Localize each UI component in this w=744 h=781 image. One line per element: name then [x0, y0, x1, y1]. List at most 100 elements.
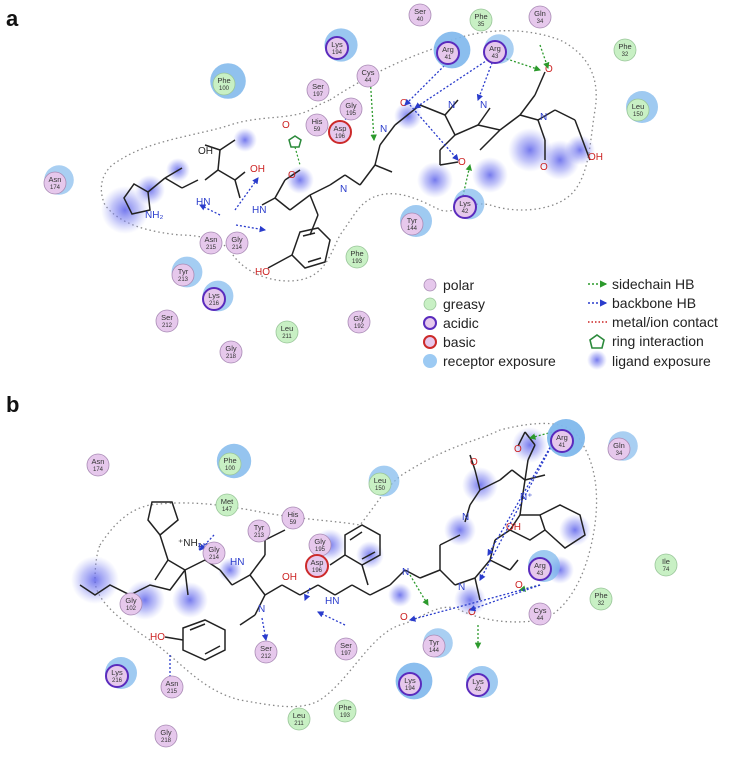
atom-label: O — [458, 157, 466, 168]
residue-number: 32 — [622, 52, 629, 58]
atom-label: N⁺ — [520, 492, 533, 503]
residue-name: Ile — [662, 557, 670, 566]
atom-label: N — [458, 582, 465, 593]
residue-number: 74 — [663, 567, 670, 573]
residue-disc — [199, 231, 223, 255]
residue-disc — [528, 557, 552, 581]
residue-number: 212 — [162, 323, 173, 329]
legend-sidechain-hb: sidechain HB — [588, 276, 695, 292]
legend-greasy-swatch — [423, 297, 437, 311]
residue-disc — [607, 437, 631, 461]
residue-name: Met — [221, 497, 234, 506]
residue-number: 174 — [93, 467, 104, 473]
residue-disc — [408, 3, 432, 27]
residue-number: 44 — [365, 78, 372, 84]
residue-number: 192 — [354, 324, 365, 330]
residue-number: 34 — [537, 19, 544, 25]
pocket-outline-a — [100, 30, 597, 282]
residue-disc — [225, 231, 249, 255]
residue-disc — [345, 245, 369, 269]
residue-name: Arg — [442, 45, 454, 54]
atom-labels-b: ⁺NH₂ HN HN OH HO N HN N N N OH N⁺ O O O … — [150, 444, 533, 643]
legend-ring-swatch — [589, 334, 605, 349]
residue-number: 150 — [375, 486, 386, 492]
atom-labels-a: OH O OH HN NH₂ HN HO O N N O N N N O OH … — [145, 64, 603, 278]
residue-disc — [160, 675, 184, 699]
ring-interaction-a — [288, 135, 302, 166]
residue-number: 43 — [537, 571, 544, 577]
legend-basic: basic — [423, 334, 476, 350]
legend-metal-contact: metal/ion contact — [588, 314, 718, 330]
residue-number: 44 — [537, 616, 544, 622]
residue-name: Lys — [111, 668, 123, 677]
legend-ring-interaction: ring interaction — [589, 333, 704, 349]
residue-number: 41 — [559, 443, 566, 449]
atom-label: OH — [198, 146, 213, 157]
residue-name: Gly — [314, 537, 326, 546]
atom-label: N — [462, 512, 469, 523]
ligand-exposure-a — [101, 102, 595, 234]
legend-ligand-exposure: ligand exposure — [587, 350, 711, 370]
atom-label: O — [540, 162, 548, 173]
legend-basic-label: basic — [443, 334, 476, 350]
legend-ligand-label: ligand exposure — [612, 353, 711, 369]
residue-name: Asp — [334, 124, 347, 133]
legend-greasy-label: greasy — [443, 296, 485, 312]
atom-label: HO — [255, 267, 270, 278]
legend-receptor-swatch — [423, 354, 437, 368]
residue-number: 218 — [226, 354, 237, 360]
atom-label: NH₂ — [145, 210, 163, 221]
residue-number: 102 — [126, 606, 137, 612]
legend-acidic-swatch — [423, 316, 437, 330]
atom-label: HN — [196, 197, 210, 208]
atom-label: N — [540, 112, 547, 123]
residue-disc — [119, 592, 143, 616]
legend-receptor-exposure: receptor exposure — [423, 353, 556, 369]
residue-number: 150 — [633, 112, 644, 118]
residue-disc — [589, 587, 613, 611]
residue-disc — [333, 699, 357, 723]
residue-disc — [325, 36, 349, 60]
panel-b: ⁺NH₂ HN HN OH HO N HN N N N OH N⁺ O O O … — [71, 422, 598, 708]
atom-label: HO — [150, 632, 165, 643]
residue-name: Leu — [281, 324, 294, 333]
panel-label-a: a — [6, 6, 19, 31]
residue-name: Phe — [223, 456, 236, 465]
legend-basic-swatch — [423, 335, 437, 349]
atom-label: O — [470, 457, 478, 468]
panel-a: OH O OH HN NH₂ HN HO O N N O N N N O OH … — [100, 30, 603, 282]
residue-disc — [466, 673, 490, 697]
residue-disc — [550, 429, 574, 453]
residue-number: 197 — [341, 651, 352, 657]
residue-disc — [305, 113, 329, 137]
residue-disc — [626, 98, 650, 122]
atom-label: HN — [325, 596, 339, 607]
residue-name: Gly — [160, 728, 172, 737]
atom-label: O — [282, 120, 290, 131]
atom-label: O — [288, 170, 296, 181]
residue-disc — [398, 672, 422, 696]
residue-name: Tyr — [429, 638, 440, 647]
residue-disc — [422, 634, 446, 658]
residue-disc — [86, 453, 110, 477]
residue-number: 213 — [178, 277, 189, 283]
legend-backbone-hb: backbone HB — [588, 295, 696, 311]
atom-label: O — [514, 444, 522, 455]
